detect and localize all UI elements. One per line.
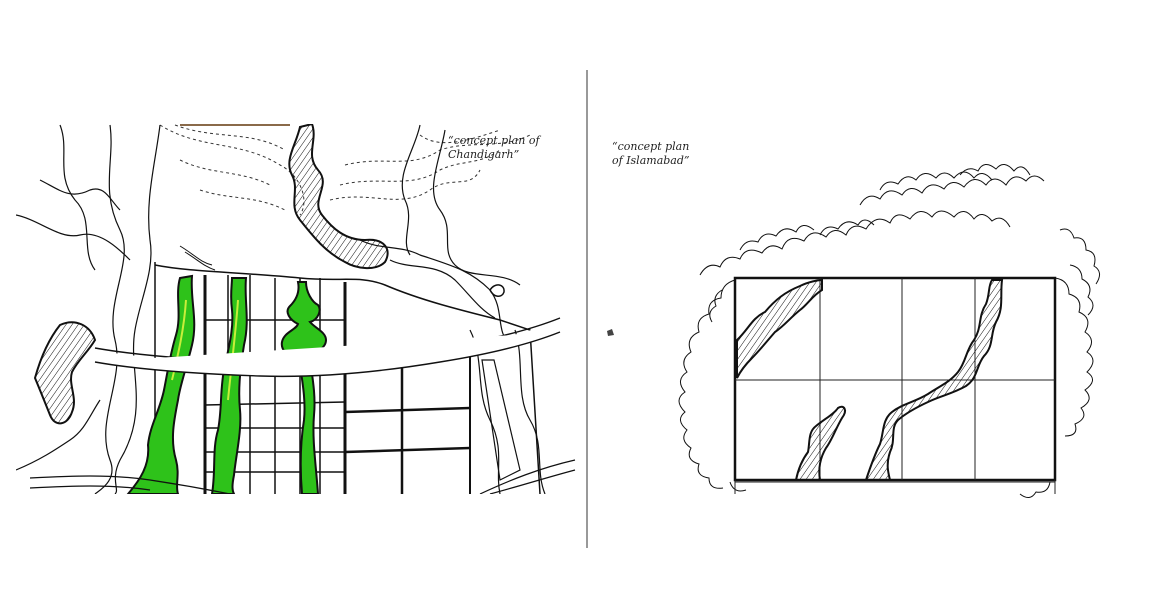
ink-mark bbox=[607, 329, 614, 336]
chandigarh-caption: “concept plan of Chandigarh” bbox=[448, 134, 540, 162]
ravine-east bbox=[864, 279, 1004, 481]
islamabad-concept-plan bbox=[678, 164, 1100, 498]
small-pond bbox=[489, 284, 505, 297]
hatched-ravines bbox=[736, 278, 1004, 481]
islamabad-caption: “concept plan of Islamabad” bbox=[612, 140, 690, 168]
green-valley-1 bbox=[126, 274, 196, 494]
chandigarh-caption-line2: Chandigarh” bbox=[448, 148, 520, 161]
river-outlines bbox=[16, 124, 546, 494]
green-valley-3 bbox=[280, 281, 328, 494]
tree-canopy bbox=[678, 164, 1100, 498]
city-boundary bbox=[154, 264, 541, 494]
ravine-southwest bbox=[794, 405, 846, 481]
chandigarh-concept-plan bbox=[16, 124, 576, 494]
chandigarh-caption-line1: “concept plan of bbox=[448, 134, 540, 147]
ravine-northwest bbox=[736, 278, 823, 379]
islamabad-caption-line2: of Islamabad” bbox=[612, 154, 690, 167]
hatched-lake-west bbox=[33, 321, 97, 425]
green-valleys bbox=[126, 274, 328, 494]
hatched-river-north bbox=[288, 124, 389, 269]
secondary-road bbox=[29, 475, 231, 494]
islamabad-caption-line1: “concept plan bbox=[612, 140, 690, 153]
